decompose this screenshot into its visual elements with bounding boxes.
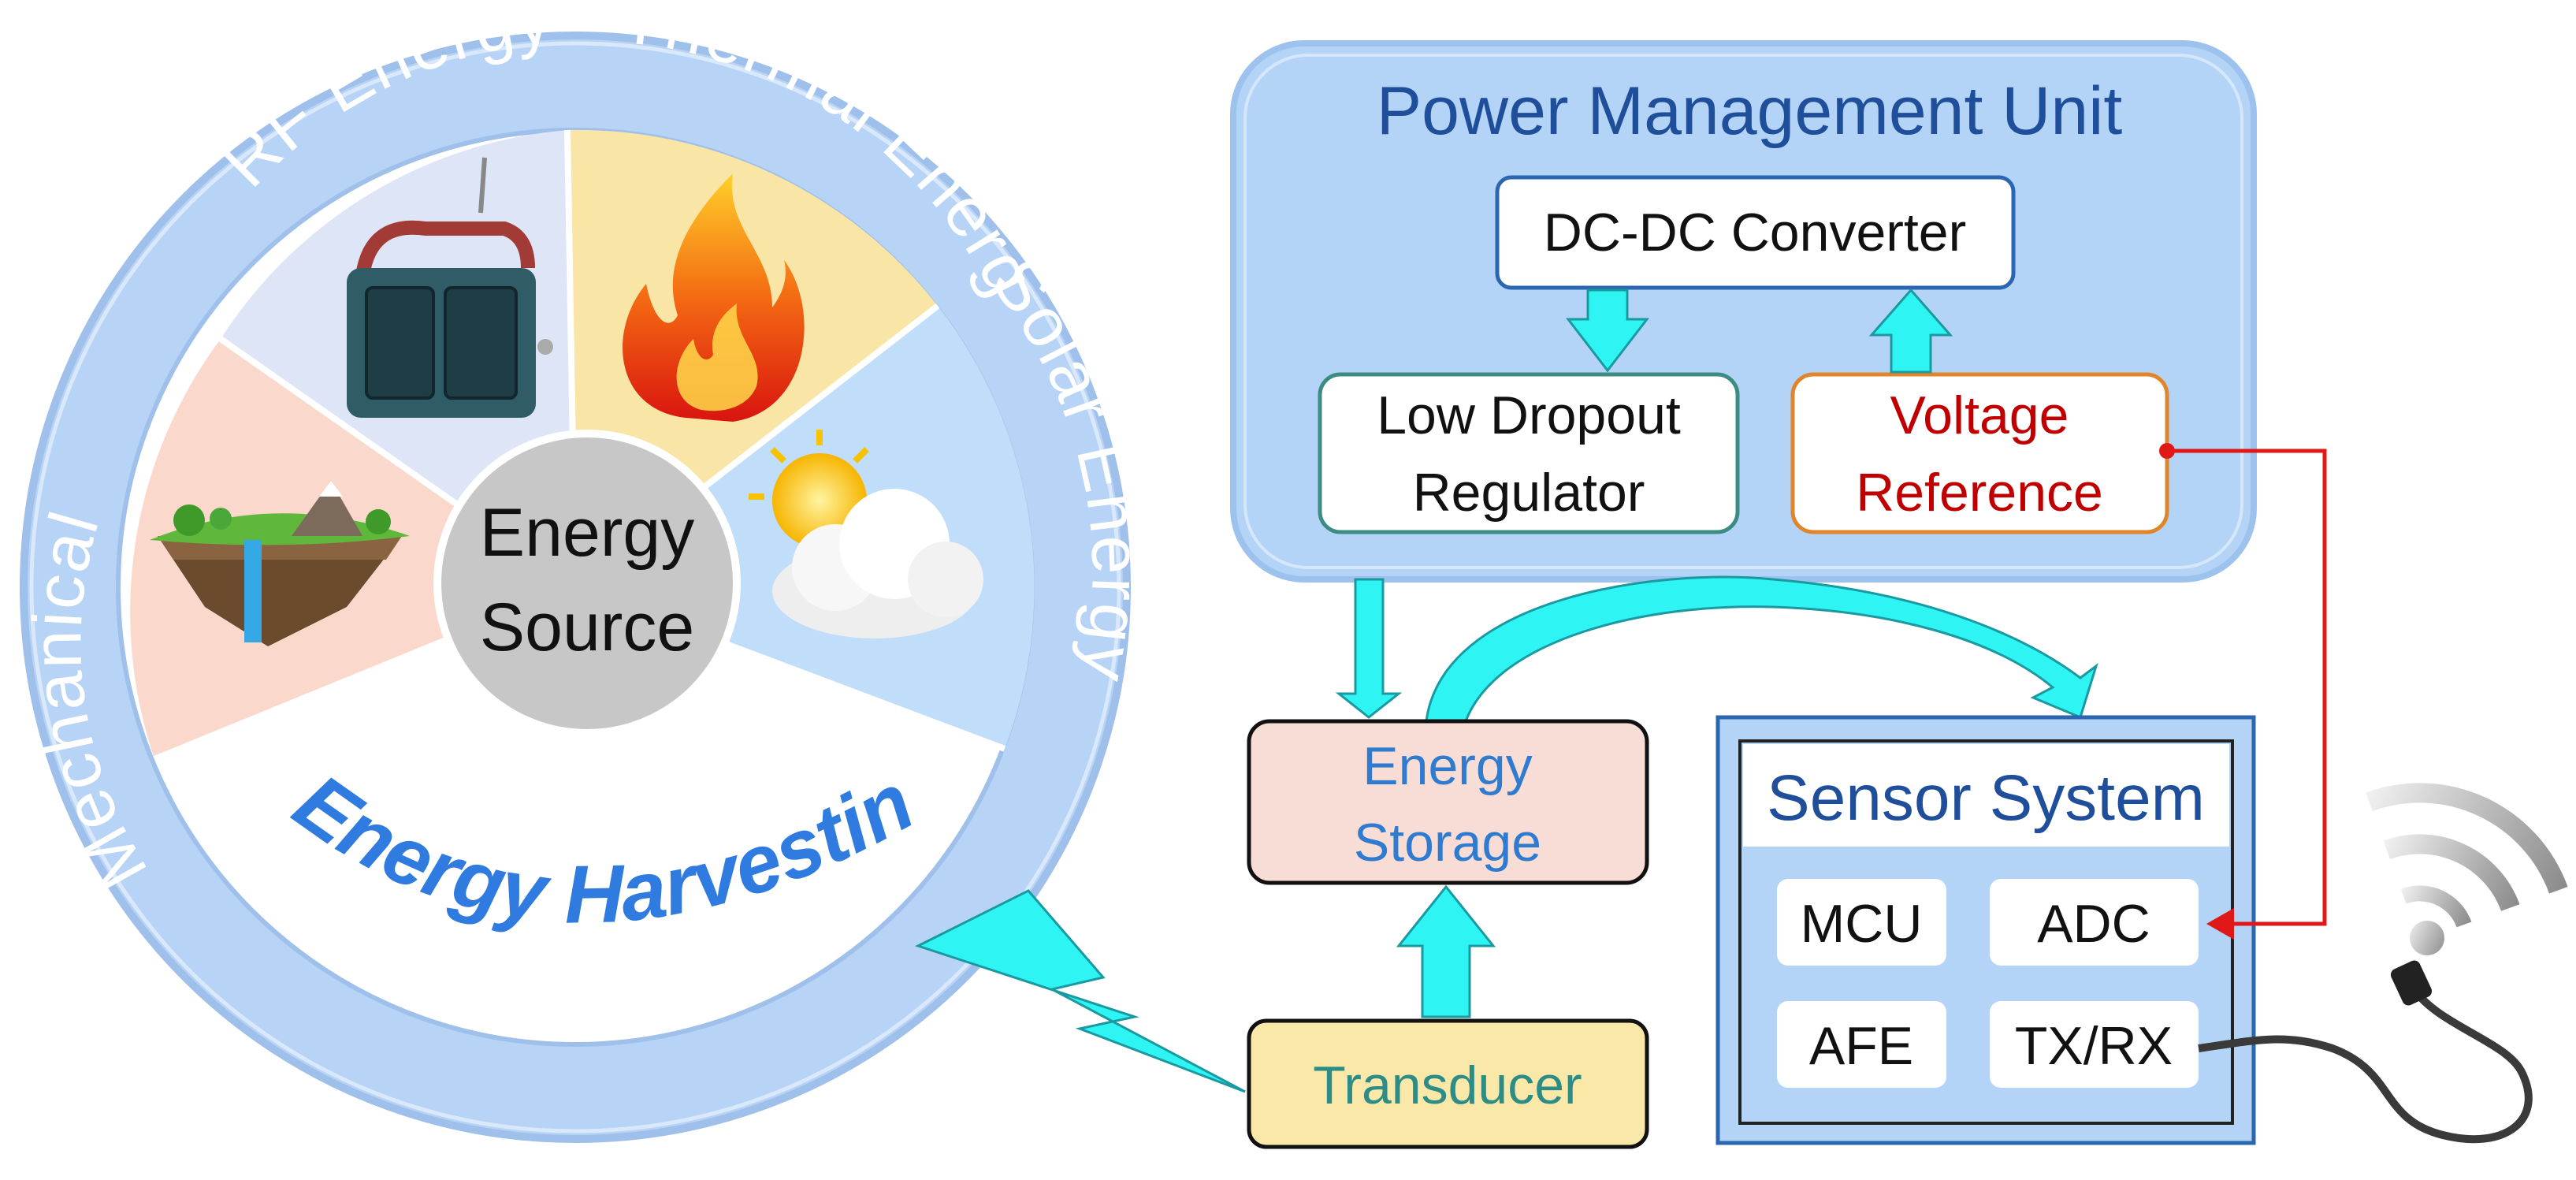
dcdc-box <box>1495 175 2016 290</box>
afe-chip <box>1777 1001 1946 1088</box>
sensor-system: Sensor System MCU ADC AFE TX/RX <box>1715 715 2256 1145</box>
vref-label-line1: Voltage <box>1890 385 2069 445</box>
sensor-title: Sensor System <box>1767 762 2205 834</box>
txrx-label: TX/RX <box>2015 1016 2173 1076</box>
center-label-line1: Energy <box>480 495 695 571</box>
storage-box <box>1247 719 1649 885</box>
center-circle <box>433 430 741 737</box>
reference-wire <box>2167 449 2327 926</box>
cable-plug <box>2390 960 2433 1006</box>
storage-to-sensor-arrow <box>1425 575 2098 723</box>
transducer-box <box>1247 1018 1649 1149</box>
ldo-label-line2: Regulator <box>1413 463 1645 523</box>
ldo-label-line1: Low Dropout <box>1377 385 1681 445</box>
txrx-chip <box>1990 1001 2199 1088</box>
center-label-line2: Source <box>480 590 695 665</box>
landscape-icon <box>150 481 410 646</box>
adc-chip <box>1990 879 2199 966</box>
transducer: Transducer <box>1247 1018 1649 1149</box>
mcu-chip <box>1777 879 1946 966</box>
lightning-bolt <box>915 889 1246 1093</box>
transducer-label: Transducer <box>1313 1055 1582 1115</box>
sun-cloud-icon <box>749 430 983 638</box>
storage-label-line1: Energy <box>1362 736 1532 796</box>
reference-arrowhead <box>2206 908 2234 940</box>
vref-label-line2: Reference <box>1856 463 2103 523</box>
wifi-icon <box>2366 783 2568 955</box>
radio-icon <box>347 157 553 418</box>
transducer-to-storage-arrow <box>1396 884 1496 1018</box>
afe-label: AFE <box>1809 1016 1913 1076</box>
energy-source-wheel: Energy Source Mechanical Energy RF Energ… <box>0 0 1154 1143</box>
flame-icon <box>623 173 805 422</box>
pmu-title: Power Management Unit <box>1377 73 2123 149</box>
ring-edge-line <box>29 41 1121 1133</box>
storage-label-line2: Storage <box>1354 813 1541 873</box>
vref-to-dcdc-arrow <box>1868 288 1953 374</box>
energy-storage: Energy Storage <box>1247 719 1649 885</box>
mcu-label: MCU <box>1801 894 1923 954</box>
cable-icon <box>2198 983 2533 1144</box>
reference-signal-line <box>2159 443 2327 940</box>
dcdc-label: DC-DC Converter <box>1544 203 1967 262</box>
power-management-unit: Power Management Unit DC-DC Converter Lo… <box>1230 40 2257 583</box>
pmu-to-storage-arrow <box>1335 578 1403 719</box>
dcdc-to-ldo-arrow <box>1565 288 1650 373</box>
pmu-inner-frame <box>1243 54 2243 569</box>
ldo-box <box>1318 372 1740 534</box>
sensor-title-band <box>1743 744 2229 847</box>
adc-label: ADC <box>2037 894 2150 954</box>
